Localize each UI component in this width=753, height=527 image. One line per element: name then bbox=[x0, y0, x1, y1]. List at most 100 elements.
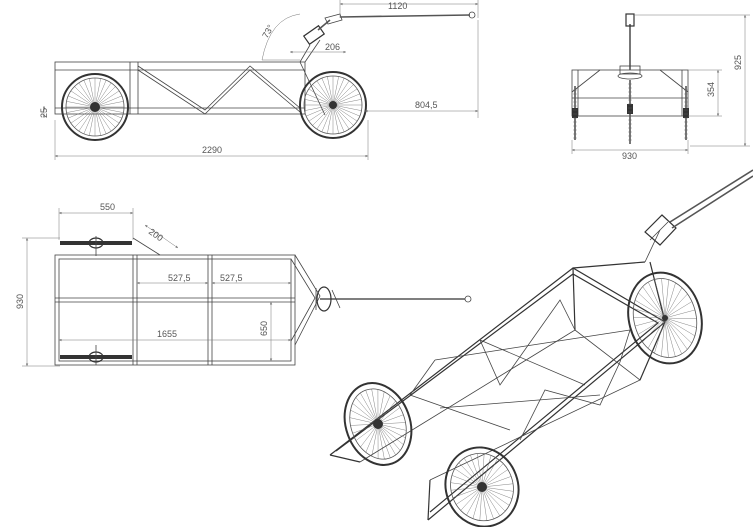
wheel-spoke bbox=[464, 458, 483, 488]
dim-top-bed-width: 650 bbox=[259, 321, 269, 336]
wheel-spoke bbox=[454, 468, 483, 488]
wheel-spoke bbox=[638, 317, 666, 335]
wheel-spoke bbox=[664, 279, 669, 319]
wheel-spoke bbox=[481, 486, 513, 499]
wheel-spoke bbox=[479, 486, 483, 521]
dim-side-drawbar-offset: 206 bbox=[325, 42, 340, 52]
iso-front-wheel bbox=[627, 271, 703, 365]
wheel-spoke bbox=[476, 453, 483, 488]
wheel-spoke bbox=[304, 99, 334, 106]
wheel-spoke bbox=[481, 483, 514, 488]
side-hitch bbox=[302, 11, 476, 46]
wheel-spoke bbox=[350, 409, 379, 425]
dim-end-height: 925 bbox=[733, 55, 743, 70]
wheel-spoke bbox=[377, 423, 406, 439]
dim-top-width: 930 bbox=[15, 294, 25, 309]
wheel-spoke bbox=[321, 104, 334, 132]
wheel-spoke bbox=[481, 455, 492, 488]
wheel-spoke bbox=[647, 317, 666, 349]
wheel-spoke bbox=[635, 317, 666, 327]
wheel-spoke bbox=[316, 104, 334, 130]
wheel-spoke bbox=[664, 293, 688, 319]
wheel-spoke bbox=[332, 104, 339, 134]
dim-top-bed-length: 1655 bbox=[157, 329, 177, 339]
wheel-spoke bbox=[332, 88, 358, 106]
wheel-spoke bbox=[312, 84, 334, 106]
dim-top-rear-section: 550 bbox=[100, 202, 115, 212]
top-view-frame bbox=[54, 237, 472, 366]
wheel-spoke bbox=[470, 454, 483, 488]
wheel-spoke bbox=[664, 317, 682, 354]
wheel-spoke bbox=[472, 486, 483, 519]
wheel-spoke bbox=[371, 388, 379, 425]
wheel-spoke bbox=[332, 104, 345, 132]
wheel-spoke bbox=[664, 317, 676, 357]
wheel-spoke bbox=[312, 104, 334, 126]
wheel-spoke bbox=[481, 469, 508, 488]
wheel-spoke bbox=[306, 93, 334, 106]
wheel-spoke bbox=[332, 104, 362, 111]
top-hitch bbox=[315, 286, 341, 312]
wheel-spoke bbox=[481, 486, 494, 520]
iso-rear-left-wheel bbox=[343, 382, 413, 466]
end-center-wheel bbox=[627, 80, 633, 144]
top-view: 550 200 930 527,5 527,5 1655 650 bbox=[15, 202, 472, 367]
wheel-spoke bbox=[327, 76, 334, 106]
wheel-spoke bbox=[308, 88, 334, 106]
wheel-spoke bbox=[642, 286, 666, 319]
wheel-spoke bbox=[664, 301, 692, 319]
wheel-spoke bbox=[450, 482, 483, 488]
wheel-spoke bbox=[452, 486, 483, 498]
dim-end-frame-height: 354 bbox=[706, 82, 716, 97]
wheel-spoke bbox=[306, 104, 334, 117]
isometric-view bbox=[329, 169, 753, 527]
end-left-wheel bbox=[572, 86, 578, 140]
dim-side-hitch-angle: 73° bbox=[260, 23, 276, 40]
wheel-spoke bbox=[332, 99, 362, 106]
wheel-spoke bbox=[365, 390, 379, 425]
wheel-spoke bbox=[332, 93, 360, 106]
iso-frame bbox=[329, 229, 667, 521]
dim-side-total-length: 2290 bbox=[202, 145, 222, 155]
wheel-spoke bbox=[332, 104, 354, 126]
dim-side-left-height: 25 bbox=[39, 108, 49, 118]
wheel-spoke bbox=[654, 317, 666, 354]
wheel-spoke bbox=[377, 423, 401, 451]
side-rear-wheel bbox=[61, 73, 129, 141]
wheel-spoke bbox=[481, 463, 504, 488]
wheel-spoke bbox=[360, 392, 379, 425]
wheel-spoke bbox=[633, 308, 666, 319]
wheel-spoke bbox=[481, 486, 514, 492]
wheel-spoke bbox=[466, 486, 483, 516]
wheel-spoke bbox=[638, 292, 666, 319]
wheel-spoke bbox=[633, 317, 666, 319]
iso-hitch bbox=[644, 169, 753, 246]
wheel-spoke bbox=[332, 104, 358, 122]
wheel-spoke bbox=[642, 317, 666, 343]
dim-side-front-overhang: 804,5 bbox=[415, 100, 438, 110]
wheel-spoke bbox=[664, 317, 692, 344]
wheel-spoke bbox=[332, 104, 360, 117]
dim-top-taper: 200 bbox=[147, 226, 165, 243]
wheel-spoke bbox=[308, 104, 334, 122]
wheel-spoke bbox=[661, 317, 666, 357]
wheel-spoke bbox=[355, 397, 379, 425]
end-right-wheel bbox=[683, 86, 689, 140]
wheel-spoke bbox=[460, 486, 483, 511]
wheel-spoke bbox=[481, 453, 485, 488]
wheel-spoke bbox=[377, 395, 391, 425]
wheel-spoke bbox=[481, 486, 500, 516]
wheel-spoke bbox=[371, 423, 379, 457]
wheel-spoke bbox=[664, 287, 683, 319]
top-right-wheel bbox=[60, 345, 132, 365]
wheel-spoke bbox=[332, 78, 345, 106]
wheel-spoke bbox=[664, 317, 697, 328]
wheel-spoke bbox=[664, 282, 676, 319]
wheel-spoke bbox=[327, 104, 334, 134]
wheel-spoke bbox=[352, 403, 379, 425]
dim-side-drawbar-length: 1120 bbox=[388, 1, 407, 11]
wheel-spoke bbox=[481, 486, 488, 521]
side-view: 1120 73° 206 25 804,5 2290 bbox=[39, 0, 479, 160]
wheel-spoke bbox=[456, 486, 483, 505]
